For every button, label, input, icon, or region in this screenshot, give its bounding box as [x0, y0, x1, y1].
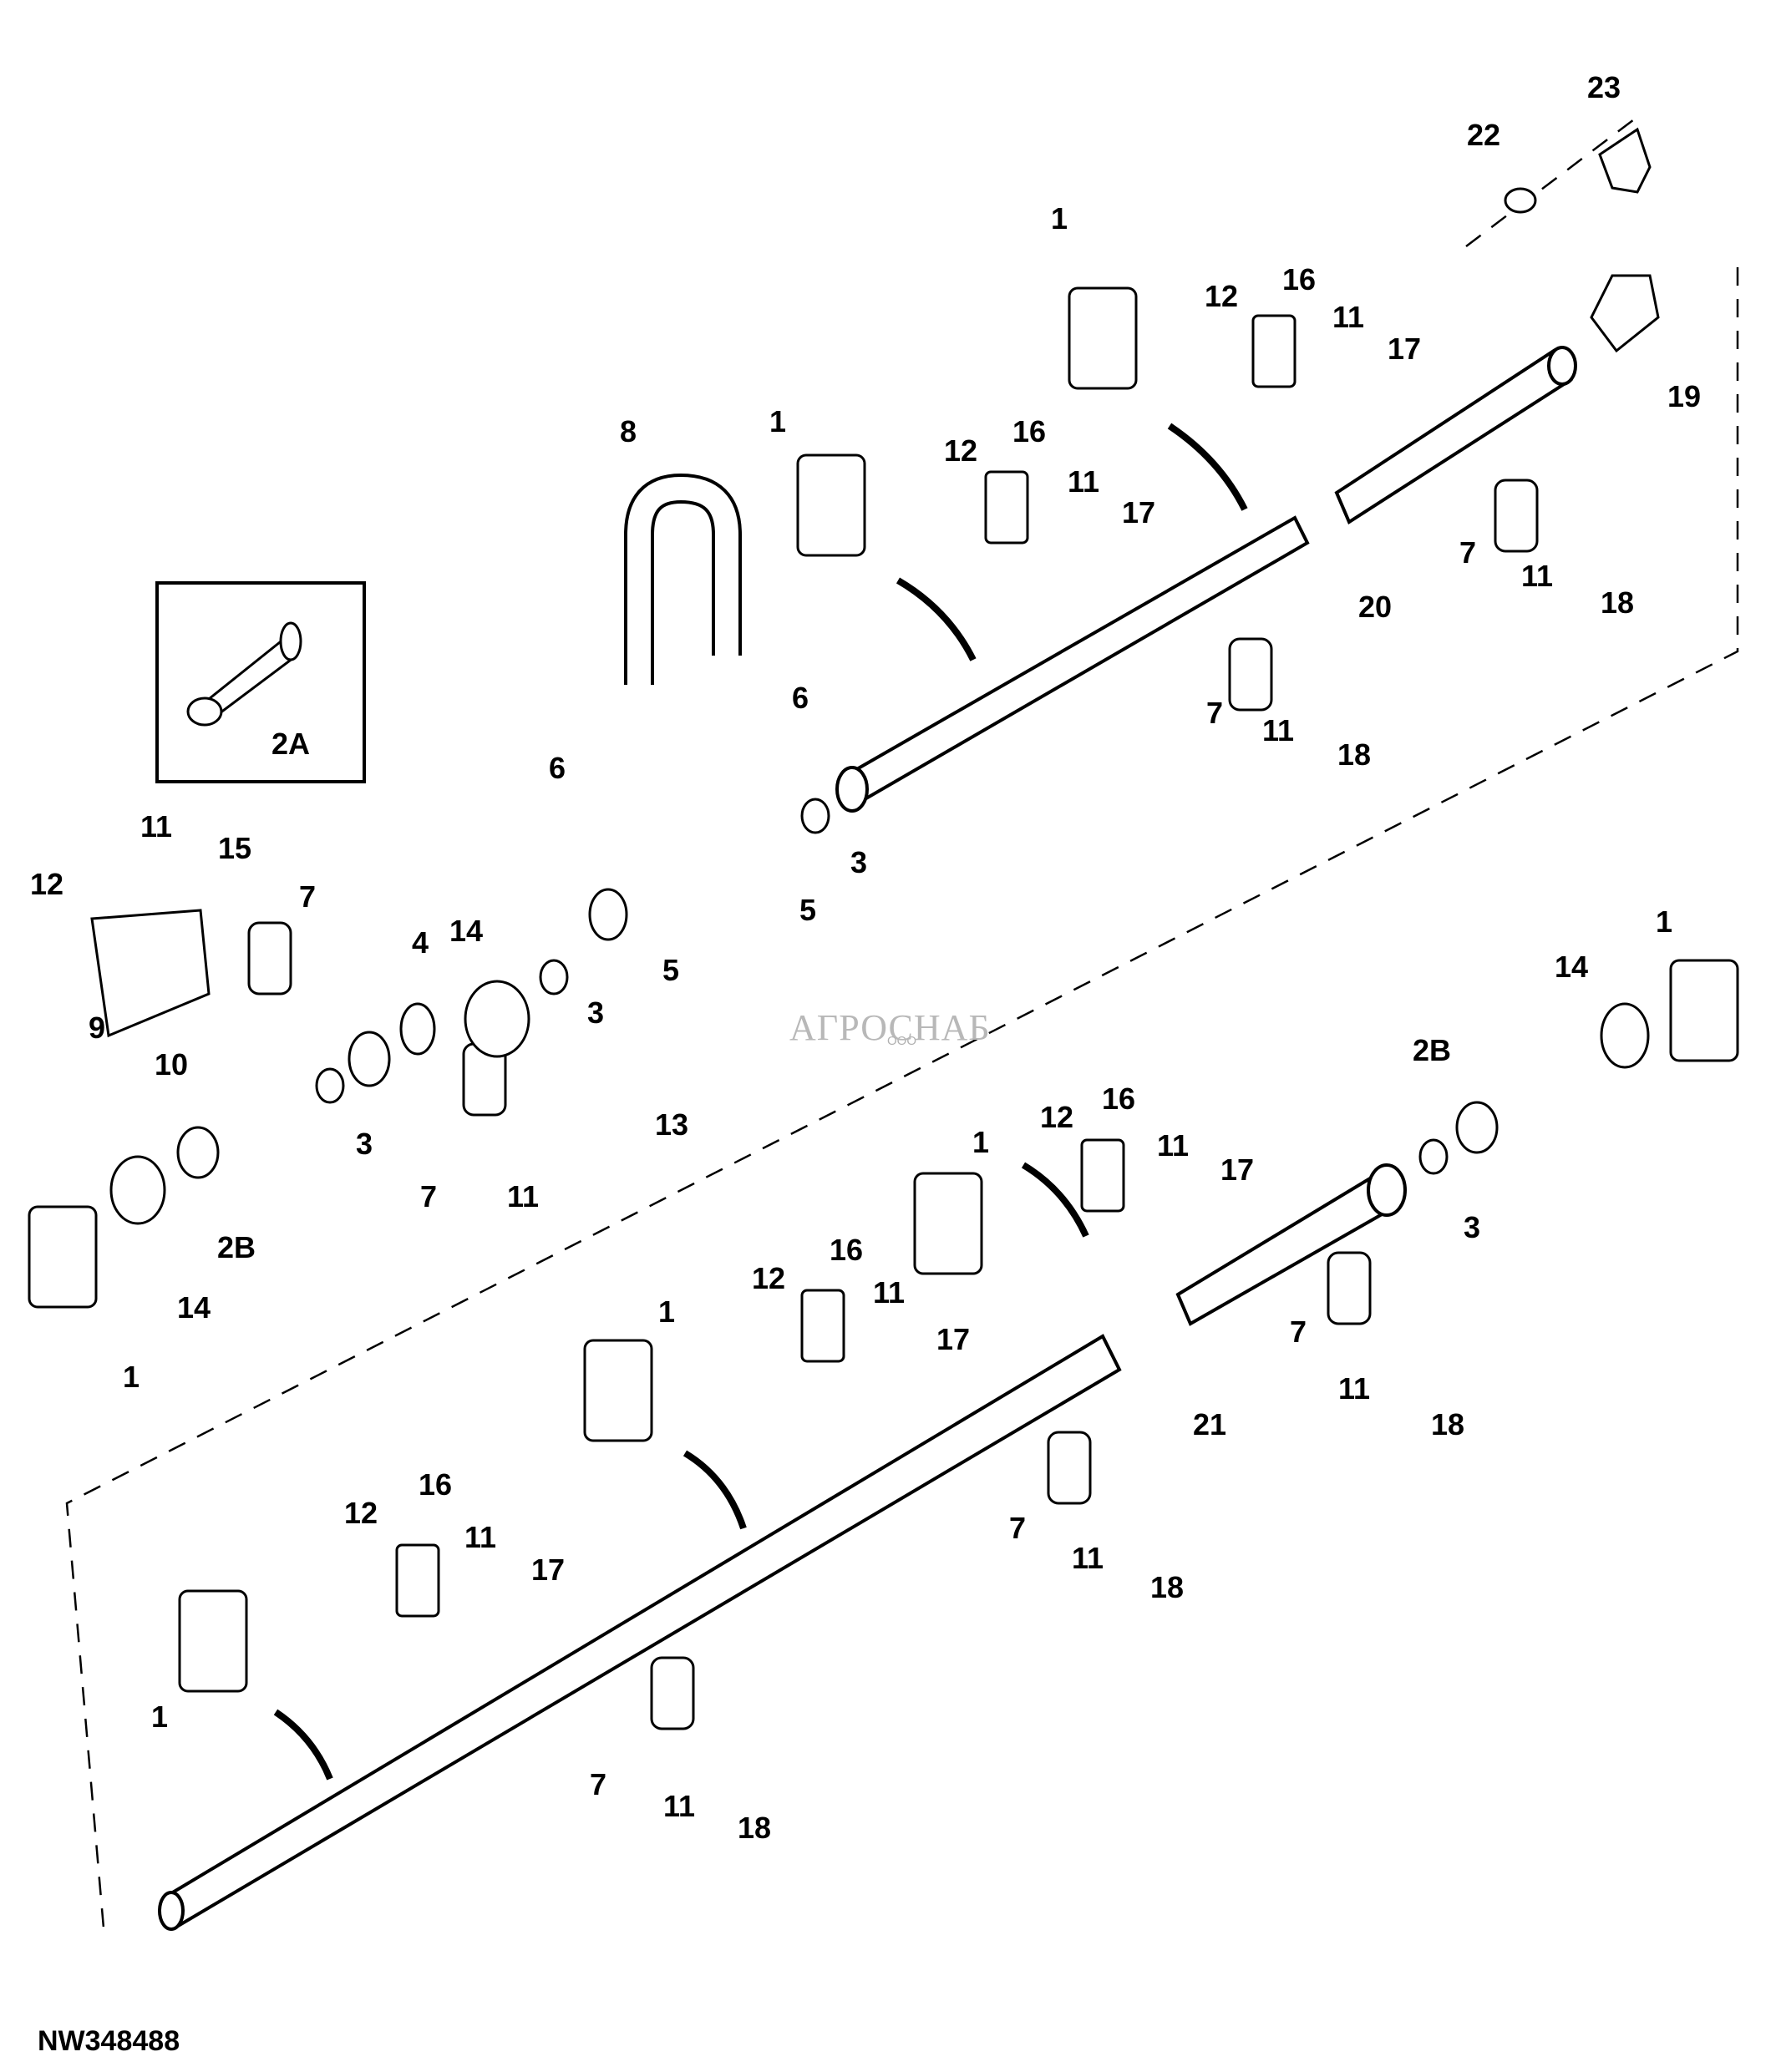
callout-1: 1: [657, 1294, 676, 1329]
callout-3: 3: [1463, 1210, 1481, 1244]
boundary-line-right: [65, 267, 1739, 1938]
callout-11: 11: [872, 1275, 906, 1310]
callout-4: 4: [411, 925, 429, 960]
callout-1: 1: [769, 404, 787, 438]
callout-13: 13: [654, 1107, 689, 1142]
callout-3: 3: [355, 1127, 373, 1161]
callout-11: 11: [1067, 464, 1100, 499]
install-arrows: [273, 423, 1248, 1781]
figure-id: NW348488: [38, 2025, 180, 2057]
callout-17: 17: [1387, 332, 1422, 366]
callout-18: 18: [1430, 1407, 1465, 1441]
callout-6: 6: [791, 681, 809, 715]
callout-11: 11: [1156, 1128, 1190, 1163]
callout-18: 18: [1149, 1570, 1185, 1604]
callout-18: 18: [737, 1811, 772, 1845]
callout-11: 11: [1520, 559, 1554, 593]
callout-11: 11: [140, 809, 173, 843]
callout-1: 1: [972, 1125, 990, 1159]
callout-16: 16: [418, 1467, 453, 1502]
nozzle-body-2A: [186, 621, 302, 727]
callout-7: 7: [419, 1179, 438, 1213]
callout-15: 15: [217, 831, 252, 865]
callout-14: 14: [1554, 950, 1589, 984]
watermark-logo-text: АГРОСНАБ: [789, 1007, 991, 1048]
callout-7: 7: [1008, 1511, 1027, 1545]
callout-7: 7: [1289, 1315, 1307, 1349]
callout-9: 9: [88, 1011, 106, 1045]
callout-18: 18: [1337, 737, 1372, 772]
callout-16: 16: [1281, 262, 1317, 296]
callout-12: 12: [1204, 279, 1239, 313]
callout-5: 5: [799, 893, 817, 927]
callout-12: 12: [343, 1496, 378, 1530]
callout-17: 17: [1220, 1153, 1255, 1187]
callout-11: 11: [506, 1179, 540, 1213]
callout-7: 7: [1205, 696, 1224, 730]
callout-3: 3: [586, 995, 605, 1030]
callout-12: 12: [29, 867, 64, 901]
nozzle-bodies: [28, 286, 1739, 1693]
callout-14: 14: [449, 914, 484, 948]
callout-16: 16: [1101, 1082, 1136, 1116]
callout-11: 11: [1337, 1371, 1371, 1406]
washers-and-seals: [109, 798, 1650, 1225]
callout-20: 20: [1357, 590, 1393, 624]
callout-2B: 2B: [216, 1230, 256, 1264]
callout-7: 7: [589, 1767, 607, 1801]
callout-11: 11: [1332, 300, 1365, 334]
callout-3: 3: [850, 845, 868, 879]
callout-2A: 2A: [271, 727, 311, 761]
callout-11: 11: [1261, 713, 1295, 747]
callout-19: 19: [1667, 379, 1702, 413]
callout-11: 11: [1071, 1541, 1104, 1575]
callout-11: 11: [464, 1520, 497, 1554]
callout-16: 16: [1012, 414, 1047, 448]
callout-14: 14: [176, 1290, 211, 1325]
callout-21: 21: [1192, 1407, 1227, 1441]
tee-19: [1590, 274, 1660, 353]
pipe-20: [835, 346, 1577, 813]
callout-7: 7: [298, 879, 317, 914]
callout-8: 8: [619, 414, 637, 448]
callout-17: 17: [530, 1553, 566, 1587]
callout-5: 5: [662, 953, 680, 987]
bracket-15: [90, 909, 211, 1038]
callout-1: 1: [1655, 904, 1673, 939]
callout-7: 7: [1459, 535, 1477, 570]
callout-1: 1: [122, 1360, 140, 1394]
callout-17: 17: [1121, 495, 1156, 529]
callout-22: 22: [1466, 118, 1501, 152]
watermark-prefix: ООО: [887, 1034, 917, 1048]
pipe-21: [158, 1163, 1407, 1931]
clamps: [247, 314, 1539, 1730]
callout-6: 6: [548, 751, 566, 785]
callout-17: 17: [936, 1322, 971, 1356]
callout-23: 23: [1586, 70, 1621, 104]
callout-10: 10: [154, 1047, 189, 1082]
callout-12: 12: [1039, 1100, 1074, 1134]
callout-1: 1: [1050, 201, 1068, 236]
callout-16: 16: [829, 1233, 864, 1267]
elbow-23: [1598, 127, 1652, 194]
callout-11: 11: [662, 1789, 696, 1823]
clamp-22: [1504, 187, 1537, 214]
callout-18: 18: [1600, 585, 1635, 620]
callout-12: 12: [943, 433, 978, 468]
callout-12: 12: [751, 1261, 786, 1295]
boundary-line-top: [1465, 116, 1638, 247]
callout-2B: 2B: [1412, 1033, 1452, 1067]
callout-1: 1: [150, 1700, 169, 1734]
